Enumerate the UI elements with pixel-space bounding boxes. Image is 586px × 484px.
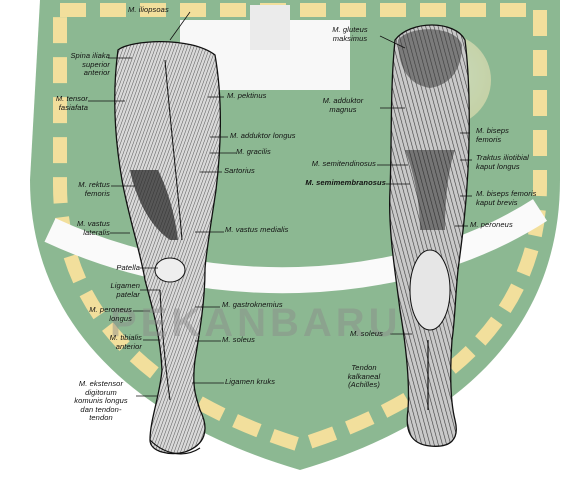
label-m-ekstensor: M. ekstensor digitorum komunis longus da…: [64, 380, 138, 423]
label-m-iliopsoas: M. iliopsoas: [128, 6, 169, 15]
label-m-semitendinosus: M. semitendinosus: [290, 160, 376, 169]
label-m-tibialis: M. tibialis anterior: [82, 334, 142, 351]
label-m-vastus-medialis: M. vastus medialis: [225, 226, 289, 235]
label-m-adduktor-magnus: M. adduktor magnus: [306, 97, 380, 114]
label-patella: Patella: [90, 264, 140, 273]
label-m-vastus-lateralis: M. vastus lateralis: [55, 220, 110, 237]
emblem-book-spine: [250, 5, 290, 50]
label-m-peroneus-back: M. peroneus: [470, 221, 513, 230]
label-m-tensor: M. tensor fasiafata: [36, 95, 88, 112]
label-m-gluteus: M. gluteus maksimus: [318, 26, 382, 43]
label-m-biseps-kaput: M. biseps femoris kaput brevis: [476, 190, 536, 207]
label-sartorius: Sartorius: [224, 167, 255, 176]
label-tendon: Tendon kalkaneal (Achilles): [336, 364, 392, 390]
label-traktus: Traktus iliotibial kaput longus: [476, 154, 529, 171]
label-m-rektus: M. rektus femoris: [50, 181, 110, 198]
label-m-pektinus: M. pektinus: [227, 92, 266, 101]
label-spina-iliaka: Spina iliaka superior anterior: [44, 52, 110, 78]
label-ligamen-kruks: Ligamen kruks: [225, 378, 275, 387]
label-m-gracilis: M. gracilis: [236, 148, 271, 157]
label-m-semimembranosus: M. semimembranosus: [280, 179, 386, 188]
patella-shape: [155, 258, 185, 282]
label-m-soleus-back: M. soleus: [350, 330, 383, 339]
label-m-adduktor-longus: M. adduktor longus: [230, 132, 296, 141]
label-m-gastroknemius: M. gastroknemius: [222, 301, 283, 310]
label-m-soleus-front: M. soleus: [222, 336, 255, 345]
label-ligamen-patelar: Ligamen patelar: [90, 282, 140, 299]
label-m-biseps-femoris: M. biseps femoris: [476, 127, 509, 144]
label-m-peroneus: M. peroneus longus: [70, 306, 132, 323]
calf-shape: [410, 250, 450, 330]
